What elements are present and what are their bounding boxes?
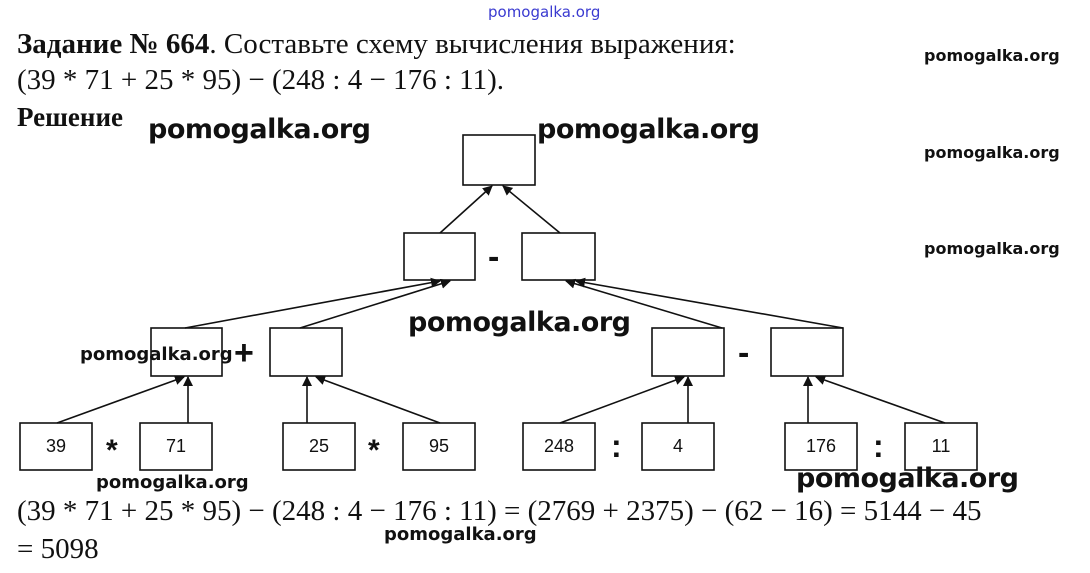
leaf-box [784,422,858,471]
leaf-value: 71 [165,436,187,456]
watermark: pomogalka.org [924,143,1060,162]
leaf-value: 248 [543,436,575,456]
operator-multiply: * [368,434,380,467]
leaf-box [904,422,978,471]
leaf-value: 25 [308,436,330,456]
box-top [462,134,536,186]
box-quotient-2 [770,327,844,377]
watermark: pomogalka.org [924,239,1060,258]
arrows [56,185,946,424]
watermark: pomogalka.org [96,472,249,493]
operator-minus: - [738,334,750,372]
operator-minus-top: - [488,238,500,276]
operator-divide: : [873,428,884,464]
task-text: . Составьте схему вычисления выражения: [209,28,736,60]
leaf-box [522,422,596,471]
operator-multiply: * [106,434,118,467]
watermark: pomogalka.org [924,46,1060,65]
result-line-1: (39 * 71 + 25 * 95) − (248 : 4 − 176 : 1… [17,495,982,527]
watermark: pomogalka.org [384,524,537,545]
operator-plus: + [234,334,254,372]
task-expression: (39 * 71 + 25 * 95) − (248 : 4 − 176 : 1… [17,64,504,96]
leaf-value: 11 [931,436,951,456]
leaf-box [641,422,715,471]
operator-divide: : [611,428,622,464]
watermark: pomogalka.org [537,114,760,145]
box-quotient-1 [651,327,725,377]
solution-label: Решение [17,102,123,132]
leaf-value: 39 [45,436,67,456]
leaf-value: 4 [672,436,683,456]
result-line-2: = 5098 [17,533,99,565]
watermark: pomogalka.org [80,344,233,365]
watermark: pomogalka.org [796,463,1019,494]
watermark: pomogalka.org [408,307,631,338]
watermark-top: pomogalka.org [488,3,601,21]
leaf-box [282,422,356,471]
box-left-mid [403,232,476,281]
box-right-mid [521,232,596,281]
watermark: pomogalka.org [148,114,371,145]
leaf-box [139,422,213,471]
leaf-box [402,422,476,471]
leaf-value: 95 [428,436,450,456]
leaf-box [19,422,93,471]
task-heading: Задание № 664. Составьте схему вычислени… [17,28,736,61]
box-product-2 [269,327,343,377]
leaf-value: 176 [805,436,837,456]
task-label: Задание № 664 [17,28,210,60]
